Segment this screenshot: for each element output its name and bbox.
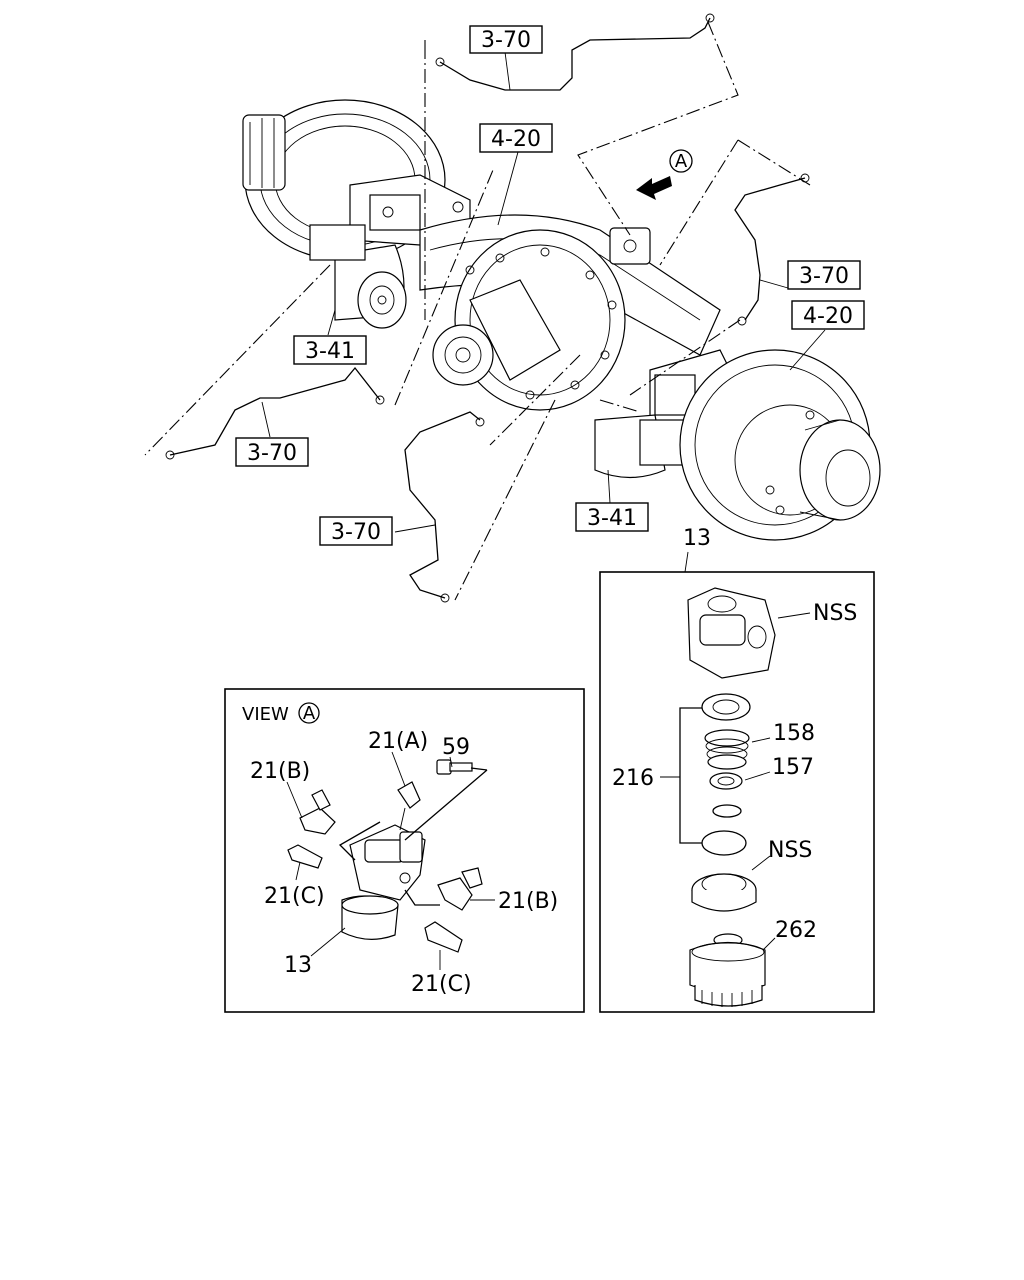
bracket-216 xyxy=(679,707,702,844)
callout-label: 3-70 xyxy=(799,264,849,289)
label-nss-mid: NSS xyxy=(768,838,812,863)
bolt-59 xyxy=(436,759,473,775)
reference-lines xyxy=(144,21,811,601)
callout-3-70-top[interactable]: 3-70 xyxy=(469,25,543,54)
label-21c-bottom: 21(C) xyxy=(411,972,472,997)
callout-3-41-left[interactable]: 3-41 xyxy=(293,335,367,365)
label-216: 216 xyxy=(612,766,654,791)
callout-3-70-left[interactable]: 3-70 xyxy=(235,437,309,467)
valve-seat-nss xyxy=(691,855,771,912)
relay-valve-mount xyxy=(609,227,651,265)
label-21b-left: 21(B) xyxy=(250,759,310,784)
fitting-21c-left xyxy=(287,844,323,869)
fitting-21c-bottom xyxy=(424,921,463,953)
view-direction-arrow-icon xyxy=(636,176,672,200)
retainer-ring xyxy=(701,693,751,721)
callout-label: 3-70 xyxy=(247,441,297,466)
piston-157 xyxy=(709,771,771,790)
label-21a: 21(A) xyxy=(368,729,428,754)
callout-4-20-right[interactable]: 4-20 xyxy=(791,300,865,330)
label-59: 59 xyxy=(442,735,470,760)
label-nss-top: NSS xyxy=(813,601,857,626)
view-a-marker[interactable]: A xyxy=(636,149,693,200)
callout-label: 4-20 xyxy=(803,304,853,329)
differential-carrier xyxy=(432,229,626,411)
callout-label: 4-20 xyxy=(491,127,541,152)
callout-3-70-right[interactable]: 3-70 xyxy=(787,260,861,290)
housing-262 xyxy=(689,933,776,1007)
callout-3-70-bottom[interactable]: 3-70 xyxy=(319,516,393,546)
view-panel-title: VIEW xyxy=(242,704,289,725)
label-13-ref: 13 xyxy=(683,526,711,551)
label-158: 158 xyxy=(773,721,815,746)
view-a-letter: A xyxy=(675,151,688,172)
fitting-21b-left xyxy=(299,789,336,835)
label-262: 262 xyxy=(775,918,817,943)
label-13-view: 13 xyxy=(284,953,312,978)
view-panel-letter: A xyxy=(303,703,316,724)
right-wheel-hub xyxy=(679,349,881,541)
large-o-ring xyxy=(701,830,747,856)
right-brake-chamber xyxy=(594,414,686,479)
axle-assembly xyxy=(242,99,881,541)
callout-label: 3-41 xyxy=(305,339,355,364)
callout-4-20-top[interactable]: 4-20 xyxy=(479,123,553,153)
callout-label: 3-70 xyxy=(481,28,531,53)
label-21b-right: 21(B) xyxy=(498,889,558,914)
callout-label: 3-70 xyxy=(331,520,381,545)
label-157: 157 xyxy=(772,755,814,780)
callout-3-41-right[interactable]: 3-41 xyxy=(575,502,649,532)
callout-leaders xyxy=(261,51,826,533)
spring-158 xyxy=(704,729,771,770)
relay-valve-body xyxy=(341,824,426,940)
callout-label: 3-41 xyxy=(587,506,637,531)
view-a-panel: VIEW A xyxy=(224,688,585,1013)
fitting-21a xyxy=(397,781,421,831)
brake-pipes xyxy=(165,13,810,603)
label-21c-left: 21(C) xyxy=(264,884,325,909)
exploded-panel: 13 xyxy=(599,526,875,1013)
left-brake-chamber xyxy=(309,224,407,329)
valve-head-nss xyxy=(687,587,811,679)
view-panel-leaders xyxy=(286,751,495,970)
fitting-21b-right xyxy=(437,867,483,911)
small-o-ring xyxy=(712,804,742,818)
